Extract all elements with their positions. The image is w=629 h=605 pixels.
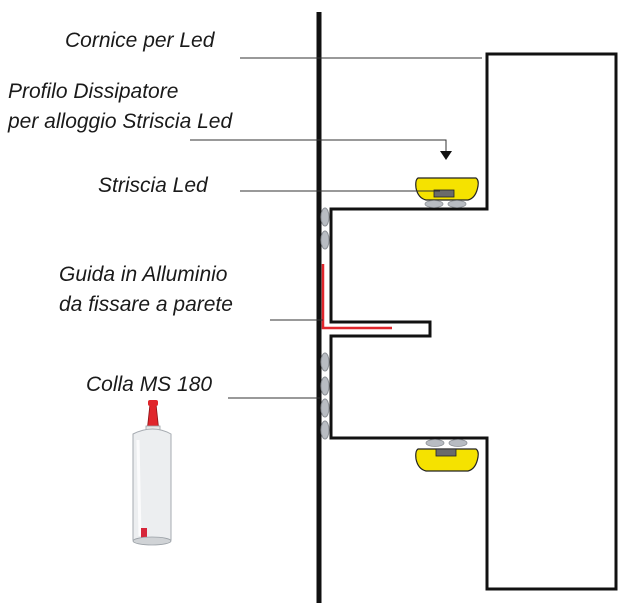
glue-dot [320, 376, 330, 396]
glue-dots [320, 207, 330, 440]
led-profile-top [415, 177, 479, 208]
label-guida-line1: Guida in Alluminio [59, 263, 228, 286]
led-chip [435, 448, 457, 457]
glue-dot [320, 420, 330, 440]
cornice-frame [329, 52, 618, 591]
glue-dot [320, 230, 330, 250]
glue-dot [424, 200, 444, 208]
label-guida-line2: da fissare a parete [59, 293, 233, 316]
glue-dot [320, 352, 330, 372]
aluminium-rail [321, 264, 392, 330]
leader-profilo [190, 139, 447, 152]
glue-dot [320, 207, 330, 227]
glue-dot [447, 200, 467, 208]
arrow-head-icon [440, 151, 452, 160]
glue-cartridge-icon [132, 400, 172, 546]
led-profile-bottom [415, 439, 479, 472]
label-cornice: Cornice per Led [65, 29, 216, 52]
label-profilo-line2: per alloggio Striscia Led [7, 110, 233, 133]
led-chip [433, 189, 455, 198]
label-striscia: Striscia Led [98, 174, 209, 197]
glue-dot [448, 439, 468, 447]
label-colla: Colla MS 180 [86, 373, 212, 396]
glue-dot [320, 398, 330, 418]
glue-dot [425, 439, 445, 447]
heat-sink-profile [415, 177, 479, 201]
label-profilo-line1: Profilo Dissipatore [8, 80, 178, 103]
heat-sink-profile [415, 448, 479, 472]
